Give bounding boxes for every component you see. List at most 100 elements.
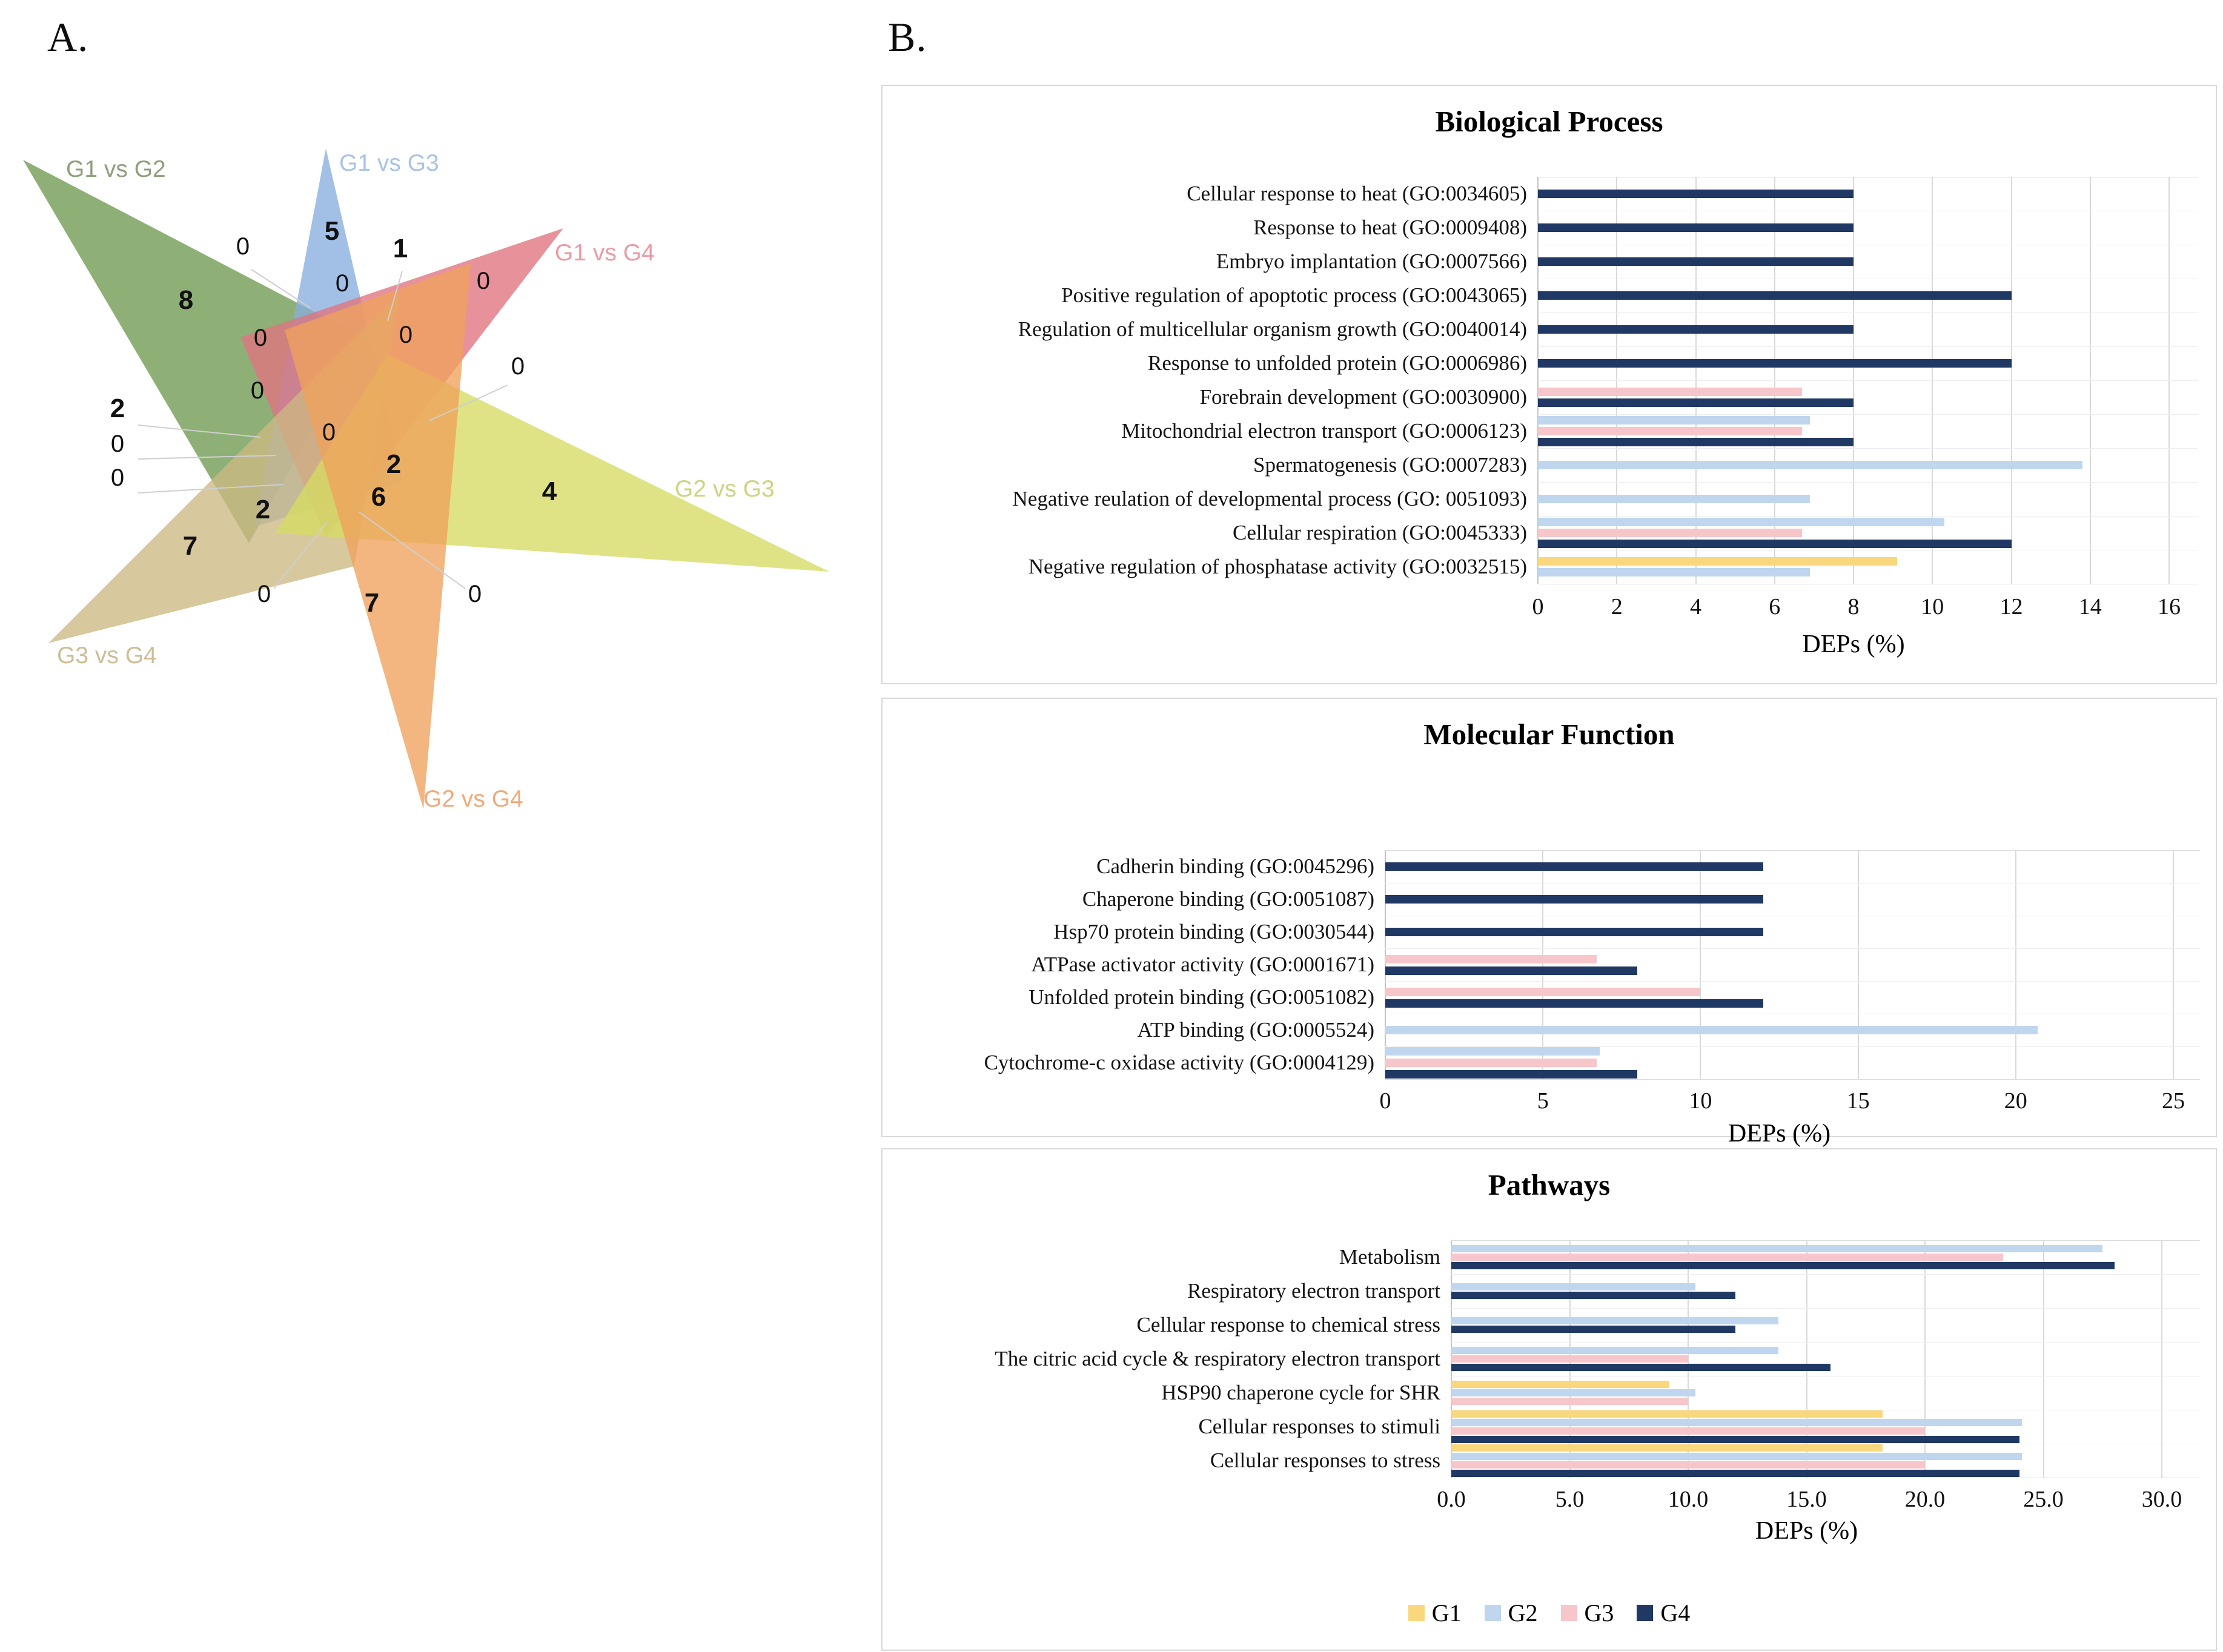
category-label: Cellular responses to stimuli [1198, 1414, 1440, 1438]
category-label: Cytochrome-c oxidase activity (GO:000412… [984, 1050, 1374, 1074]
venn-count: 1 [393, 234, 408, 263]
venn-set-label: G2 vs G4 [423, 786, 523, 812]
row-gridline [1451, 1308, 2200, 1309]
legend-item-G4: G4 [1637, 1599, 1690, 1627]
bar-G4 [1385, 999, 1763, 1008]
gridline [1688, 1240, 1689, 1478]
venn-count: 0 [477, 268, 490, 294]
G4-color-swatch [1637, 1605, 1654, 1621]
bar-G4 [1385, 928, 1763, 936]
category-label: Cellular response to chemical stress [1136, 1312, 1440, 1336]
bar-G3 [1451, 1461, 1925, 1469]
category-label: Negative reulation of developmental proc… [1012, 486, 1527, 510]
category-label: Cellular respiration (GO:0045333) [1232, 520, 1527, 544]
bar-G2 [1385, 1026, 2038, 1034]
category-label: Chaperone binding (GO:0051087) [1082, 887, 1374, 911]
axis-tick-label: 0.0 [1437, 1487, 1466, 1512]
bar-G4 [1385, 1070, 1637, 1079]
row-gridline [1538, 448, 2198, 449]
axis-tick-label: 10 [1689, 1088, 1712, 1114]
panel-a-label: A. [47, 14, 89, 60]
category-label: ATPase activator activity (GO:0001671) [1031, 952, 1374, 976]
row-gridline [1385, 850, 2200, 851]
bar-G3 [1385, 955, 1597, 963]
legend-label: G4 [1660, 1599, 1691, 1627]
gridline [2161, 1240, 2162, 1478]
bar-G4 [1538, 325, 1854, 334]
venn-count: 2 [110, 394, 125, 423]
venn-callout-line [428, 385, 508, 421]
bar-G2 [1451, 1317, 1778, 1324]
category-label: Hsp70 protein binding (GO:0030544) [1053, 919, 1374, 943]
bar-G4 [1538, 438, 1854, 446]
bar-G3 [1385, 1059, 1597, 1067]
axis-tick-label: 6 [1769, 594, 1781, 620]
bar-G1 [1451, 1410, 1883, 1418]
row-gridline [1385, 981, 2200, 982]
axis-tick-label: 15 [1846, 1088, 1870, 1114]
venn-callout-line [137, 455, 276, 460]
venn-set-label: G2 vs G3 [675, 476, 775, 502]
venn-count: 6 [371, 482, 386, 512]
venn-count: 0 [257, 581, 271, 607]
bar-G3 [1451, 1254, 2003, 1261]
bar-G4 [1538, 291, 2012, 300]
gridline [2173, 850, 2174, 1079]
category-label: Cadherin binding (GO:0045296) [1096, 854, 1374, 878]
chart-legend: G1 G2 G3 G4 [883, 1599, 2216, 1627]
axis-tick-label: 10 [1921, 594, 1944, 620]
row-gridline [1538, 414, 2198, 415]
bar-G2 [1538, 495, 1810, 503]
bar-G4 [1451, 1292, 1735, 1299]
gridline [1385, 850, 1386, 1079]
legend-label: G2 [1508, 1599, 1538, 1627]
chart-title: Biological Process [1435, 105, 1663, 138]
axis-tick-label: 2 [1611, 594, 1623, 620]
axis-tick-label: 20.0 [1904, 1487, 1946, 1512]
venn-callout-line [387, 271, 403, 322]
row-gridline [1385, 883, 2200, 884]
venn-count: 4 [542, 477, 557, 506]
category-label: Regulation of multicellular organism gro… [1018, 317, 1527, 341]
bar-G4 [1451, 1262, 2115, 1269]
chart-plot-area [1537, 177, 2198, 584]
G2-color-swatch [1484, 1605, 1501, 1621]
bar-G3 [1538, 427, 1802, 435]
category-label: Cellular response to heat (GO:0034605) [1187, 181, 1527, 205]
row-gridline [1451, 1274, 2200, 1275]
venn-count: 0 [111, 464, 124, 491]
gridline [1700, 850, 1701, 1079]
bar-G2 [1451, 1419, 2022, 1426]
bar-G4 [1451, 1436, 2019, 1443]
category-label: HSP90 chaperone cycle for SHR [1161, 1380, 1440, 1404]
venn-set-G2vsG4 [285, 263, 471, 809]
bar-G2 [1451, 1389, 1695, 1396]
bar-G4 [1385, 862, 1763, 871]
venn-set-label: G1 vs G2 [66, 156, 166, 182]
gridline [1857, 850, 1859, 1079]
venn-count: 0 [399, 322, 412, 348]
category-label: Spermatogenesis (GO:0007283) [1253, 452, 1527, 477]
legend-item-G3: G3 [1560, 1599, 1614, 1627]
row-gridline [1538, 516, 2198, 517]
bar-G2 [1451, 1283, 1695, 1290]
bar-G1 [1538, 557, 1897, 566]
axis-tick-label: 30.0 [2141, 1487, 2182, 1512]
legend-item-G1: G1 [1408, 1599, 1462, 1627]
row-gridline [1385, 948, 2200, 949]
legend-label: G1 [1431, 1599, 1462, 1627]
bar-G3 [1385, 988, 1700, 996]
venn-callout-line [137, 484, 284, 494]
venn-count: 5 [325, 216, 339, 246]
bar-G2 [1451, 1453, 2022, 1460]
bar-G1 [1451, 1381, 1669, 1388]
axis-tick-label: 20 [2004, 1088, 2027, 1114]
bar-G4 [1451, 1326, 1735, 1333]
panel-b-label: B. [888, 14, 927, 60]
axis-tick-label: 25.0 [2023, 1487, 2064, 1512]
category-label: Response to heat (GO:0009408) [1253, 215, 1527, 239]
category-label: Unfolded protein binding (GO:0051082) [1029, 985, 1374, 1009]
